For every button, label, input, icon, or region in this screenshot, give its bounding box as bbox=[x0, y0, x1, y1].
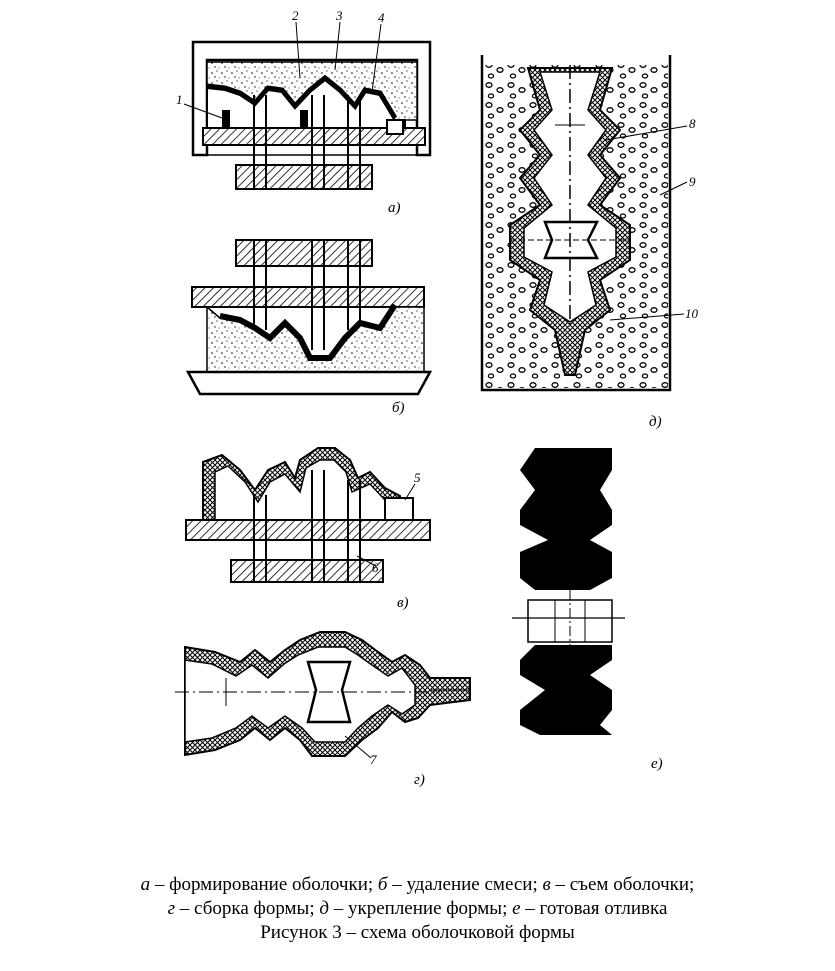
shell-mold-diagram: а) б) в) г) д) е) 1 2 3 4 5 6 7 8 9 10 bbox=[175, 8, 699, 788]
callout-4: 4 bbox=[378, 10, 385, 25]
legend-letter-d: г bbox=[167, 898, 176, 919]
legend-letter-f: е bbox=[512, 898, 521, 919]
callout-5: 5 bbox=[414, 470, 421, 485]
legend-text-f: – готовая отливка bbox=[520, 898, 668, 919]
panel-letter-e: д) bbox=[649, 414, 662, 430]
panel-letter-f: е) bbox=[651, 756, 663, 772]
caption-legend-line-1: а – формирование оболочки; б – удаление … bbox=[0, 873, 835, 897]
panel-a bbox=[191, 40, 432, 190]
panel-e bbox=[480, 55, 672, 392]
callout-9: 9 bbox=[689, 174, 696, 189]
caption-title: Рисунок 3 – схема оболочковой формы bbox=[260, 922, 575, 943]
caption-legend-line-2: г – сборка формы; д – укрепление формы; … bbox=[0, 897, 835, 921]
callout-2: 2 bbox=[292, 8, 299, 23]
panel-d bbox=[175, 631, 471, 757]
panel-b bbox=[185, 239, 433, 396]
callout-7: 7 bbox=[370, 752, 377, 767]
legend-letter-a: а bbox=[140, 874, 151, 895]
panel-letter-a: а) bbox=[388, 200, 401, 216]
callout-8: 8 bbox=[689, 116, 696, 131]
panel-f bbox=[512, 448, 625, 735]
panel-letter-b: б) bbox=[392, 400, 405, 416]
figure-caption: а – формирование оболочки; б – удаление … bbox=[0, 873, 835, 945]
legend-text-c: – съем оболочки; bbox=[550, 874, 695, 895]
legend-letter-e: д bbox=[319, 898, 329, 919]
legend-letter-b: б bbox=[377, 874, 388, 895]
legend-letter-c: в bbox=[542, 874, 551, 895]
legend-text-d: – сборка формы; bbox=[175, 898, 320, 919]
callout-10: 10 bbox=[685, 306, 699, 321]
callout-3: 3 bbox=[335, 8, 343, 23]
panel-letter-d: г) bbox=[414, 772, 425, 788]
panel-c bbox=[185, 447, 431, 583]
panel-letter-c: в) bbox=[397, 595, 409, 611]
legend-text-a: – формирование оболочки; bbox=[150, 874, 378, 895]
legend-text-b: – удаление смеси; bbox=[387, 874, 543, 895]
callout-6: 6 bbox=[372, 560, 379, 575]
legend-text-e: – укрепление формы; bbox=[328, 898, 513, 919]
callout-1: 1 bbox=[176, 92, 183, 107]
